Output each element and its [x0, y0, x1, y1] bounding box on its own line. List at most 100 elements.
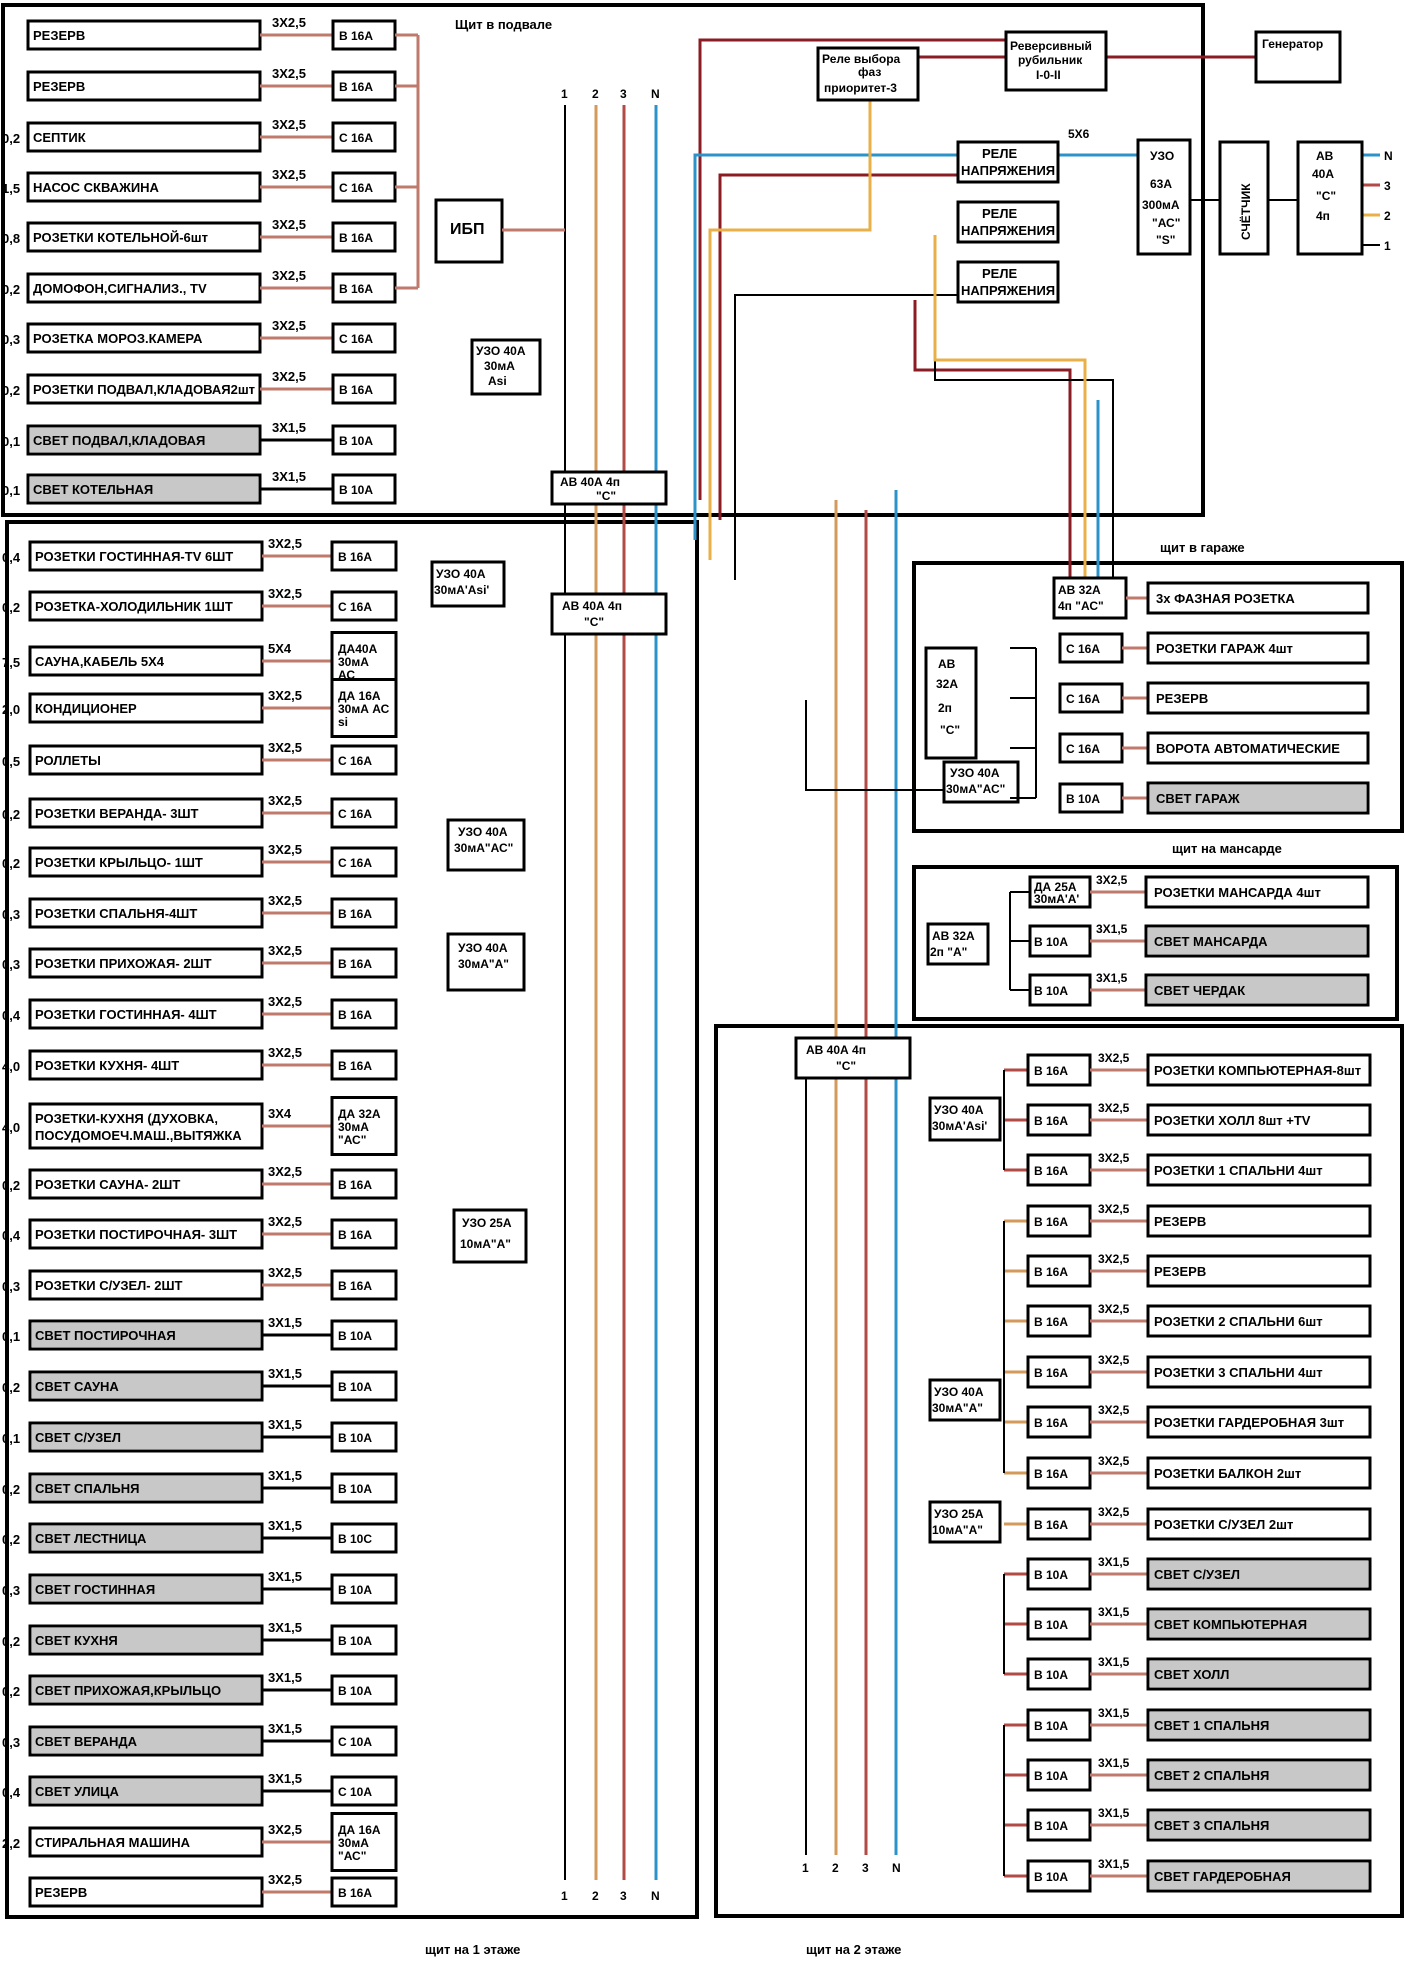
floor2-breaker-label: В 10А — [1034, 1668, 1068, 1682]
circuit-breaker-box — [331, 322, 397, 354]
attic-load-name: СВЕТ МАНСАРДА — [1154, 934, 1268, 949]
garage-av-main-box — [1052, 576, 1128, 620]
floor2-breaker-box — [1026, 1254, 1092, 1288]
voltage-relay-2-box — [956, 200, 1060, 244]
terminal-n: N — [1384, 149, 1393, 163]
circuit-breaker-label: В 16А — [338, 957, 372, 971]
phase-label-1-floor2: 1 — [802, 1861, 809, 1875]
basement-uzo-box — [470, 338, 542, 396]
voltage-relay-3-box — [956, 260, 1060, 304]
floor2-breaker-label: В 16А — [1034, 1164, 1068, 1178]
garage-breaker-label: С 16А — [1066, 742, 1100, 756]
attic-load-name: РОЗЕТКИ МАНСАРДА 4шт — [1154, 885, 1321, 900]
attic-devices: АВ 32А 2п "А" — [926, 922, 990, 966]
circuit-load-box — [28, 1269, 264, 1301]
garage-load-name: СВЕТ ГАРАЖ — [1156, 791, 1240, 806]
circuit-breaker-label: В 16А — [339, 282, 373, 296]
circuit-breaker-label: ДА 16А — [338, 689, 381, 703]
circuit-cable: 3Х2,5 — [268, 842, 302, 857]
floor1-devices: УЗО 40А 30мА'Asi' АВ 40А 4п "С" УЗО 40А … — [430, 560, 668, 1264]
cable-5x6-label: 5Х6 — [1068, 127, 1090, 141]
floor2-breaker-label: В 16А — [1034, 1518, 1068, 1532]
floor2-load-name: РОЗЕТКИ ГАРДЕРОБНАЯ 3шт — [1154, 1415, 1344, 1430]
circuit-cable: 3Х1,5 — [272, 469, 306, 484]
uzo-main-line-5: "S" — [1156, 233, 1175, 247]
floor2-breaker-label: В 16А — [1034, 1265, 1068, 1279]
circuit-power: 0,3 — [2, 907, 20, 922]
phase-label-3-floor2: 3 — [862, 1861, 869, 1875]
garage-breaker-box — [1058, 682, 1124, 714]
feeder-yellow — [708, 100, 872, 560]
garage-uzo-line-1: УЗО 40А — [950, 766, 1000, 780]
garage-load-name: РЕЗЕРВ — [1156, 691, 1208, 706]
circuit-load-name: РОЗЕТКИ ГОСТИННАЯ-TV 6ШТ — [35, 549, 233, 564]
circuit-breaker-box — [330, 1049, 398, 1081]
circuit-breaker-label: В 10А — [339, 483, 373, 497]
circuit-breaker-label: В 10А — [338, 1431, 372, 1445]
circuit-breaker-box — [330, 1269, 398, 1301]
circuit-cable: 3Х2,5 — [268, 793, 302, 808]
floor2-breaker-label: В 10А — [1034, 1568, 1068, 1582]
floor1-uzo-c-line-1: УЗО 40А — [458, 941, 508, 955]
circuit-power: 0,2 — [2, 600, 20, 615]
circuit-breaker-label: В 16А — [338, 1008, 372, 1022]
circuit-cable: 3Х1,5 — [268, 1569, 302, 1584]
floor2-cable: 3Х1,5 — [1098, 1806, 1130, 1820]
floor2-breaker-label: В 10А — [1034, 1618, 1068, 1632]
circuit-power: 2,0 — [2, 702, 20, 717]
circuit-power: 0,3 — [2, 1279, 20, 1294]
circuit-breaker-label: В 10С — [338, 1532, 372, 1546]
floor2-uzo-c-line-1: УЗО 25А — [934, 1507, 984, 1521]
floor2-load-name: СВЕТ 2 СПАЛЬНЯ — [1154, 1768, 1269, 1783]
circuit-load-name: РОЗЕТКИ КОТЕЛЬНОЙ-6шт — [33, 230, 208, 245]
circuit-load-name: СВЕТ САУНА — [35, 1379, 119, 1394]
circuit-load-name: РОЗЕТКИ СПАЛЬНЯ-4ШТ — [35, 906, 197, 921]
floor2-breaker-label: В 16А — [1034, 1064, 1068, 1078]
terminal-1: 1 — [1384, 239, 1391, 253]
basement-uzo-line-1: УЗО 40А — [476, 344, 526, 358]
garage-breaker-label: В 10А — [1066, 792, 1100, 806]
floor2-breaker-label: В 16А — [1034, 1315, 1068, 1329]
voltage-relay-2-line-2: НАПРЯЖЕНИЯ — [961, 223, 1055, 238]
circuit-breaker-box — [330, 1573, 398, 1605]
floor2-load-name: РЕЗЕРВ — [1154, 1214, 1206, 1229]
circuit-cable: 3Х2,5 — [268, 1265, 302, 1280]
av-main-box — [1296, 140, 1364, 256]
garage-av-2p-line-2: 32А — [936, 677, 958, 691]
circuit-load-name: СВЕТ ЛЕСТНИЦА — [35, 1531, 147, 1546]
circuit-power: 0,2 — [2, 1380, 20, 1395]
phase-label-3-top: 3 — [620, 87, 627, 101]
floor2-load-box — [1146, 1153, 1372, 1187]
voltage-relay-1-line-1: РЕЛЕ — [982, 146, 1017, 161]
circuit-cable: 3Х2,5 — [268, 994, 302, 1009]
circuit-load-box — [26, 272, 262, 304]
floor2-load-name: РОЗЕТКИ КОМПЬЮТЕРНАЯ-8шт — [1154, 1063, 1361, 1078]
circuit-load-name: СВЕТ УЛИЦА — [35, 1784, 120, 1799]
circuit-breaker-box — [330, 1522, 398, 1554]
panel-caption-attic: щит на мансарде — [1172, 841, 1282, 856]
meter-box — [1218, 140, 1270, 256]
circuit-cable: 3Х1,5 — [268, 1366, 302, 1381]
floor1-uzo-a-box — [430, 560, 506, 608]
floor2-cable: 3Х1,5 — [1098, 1756, 1130, 1770]
circuit-power: 0,3 — [2, 1583, 20, 1598]
circuit-cable: 3Х2,5 — [268, 1164, 302, 1179]
floor2-load-box — [1146, 1254, 1372, 1288]
circuit-breaker-label: ДА 32А — [338, 1107, 381, 1121]
